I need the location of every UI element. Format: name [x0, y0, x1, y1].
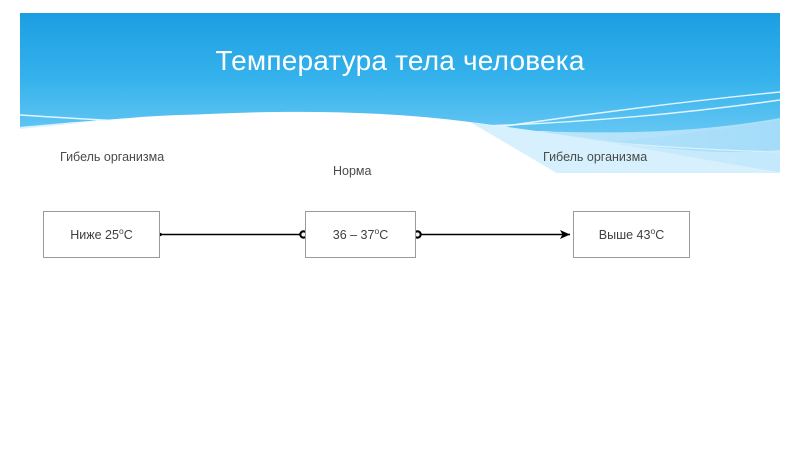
- node-below-25c-label-unit: С: [123, 227, 133, 242]
- wave-white-sweep: [20, 111, 780, 173]
- node-above-43c-label: Выше 43oС: [598, 225, 665, 242]
- caption-center-norm: Норма: [333, 164, 372, 178]
- node-below-25c-label-text: Ниже 25: [70, 227, 119, 242]
- node-below-25c[interactable]: Ниже 25oС: [43, 211, 160, 258]
- wave-highlight-stroke-c: [329, 112, 780, 153]
- degree-symbol-icon: o: [118, 225, 124, 236]
- page-title: Температура тела человека: [215, 45, 585, 76]
- node-36-37c-label-text: 36 – 37: [332, 227, 375, 242]
- node-36-37c-label: 36 – 37oС: [332, 225, 389, 242]
- wave-highlight-stroke-a: [20, 99, 780, 129]
- node-36-37c-label-unit: С: [379, 227, 389, 242]
- node-36-37c[interactable]: 36 – 37oС: [305, 211, 416, 258]
- caption-right-death: Гибель организма: [543, 150, 648, 164]
- degree-symbol-icon: o: [650, 225, 656, 236]
- wave-highlight-stroke-b: [299, 91, 780, 161]
- node-above-43c[interactable]: Выше 43oС: [573, 211, 690, 258]
- node-above-43c-label-text: Выше 43: [598, 227, 651, 242]
- caption-left-death: Гибель организма: [60, 150, 165, 164]
- wave-pale-lower: [20, 118, 780, 173]
- node-below-25c-label: Ниже 25oС: [70, 225, 133, 242]
- degree-symbol-icon: o: [374, 225, 380, 236]
- node-above-43c-label-unit: С: [655, 227, 665, 242]
